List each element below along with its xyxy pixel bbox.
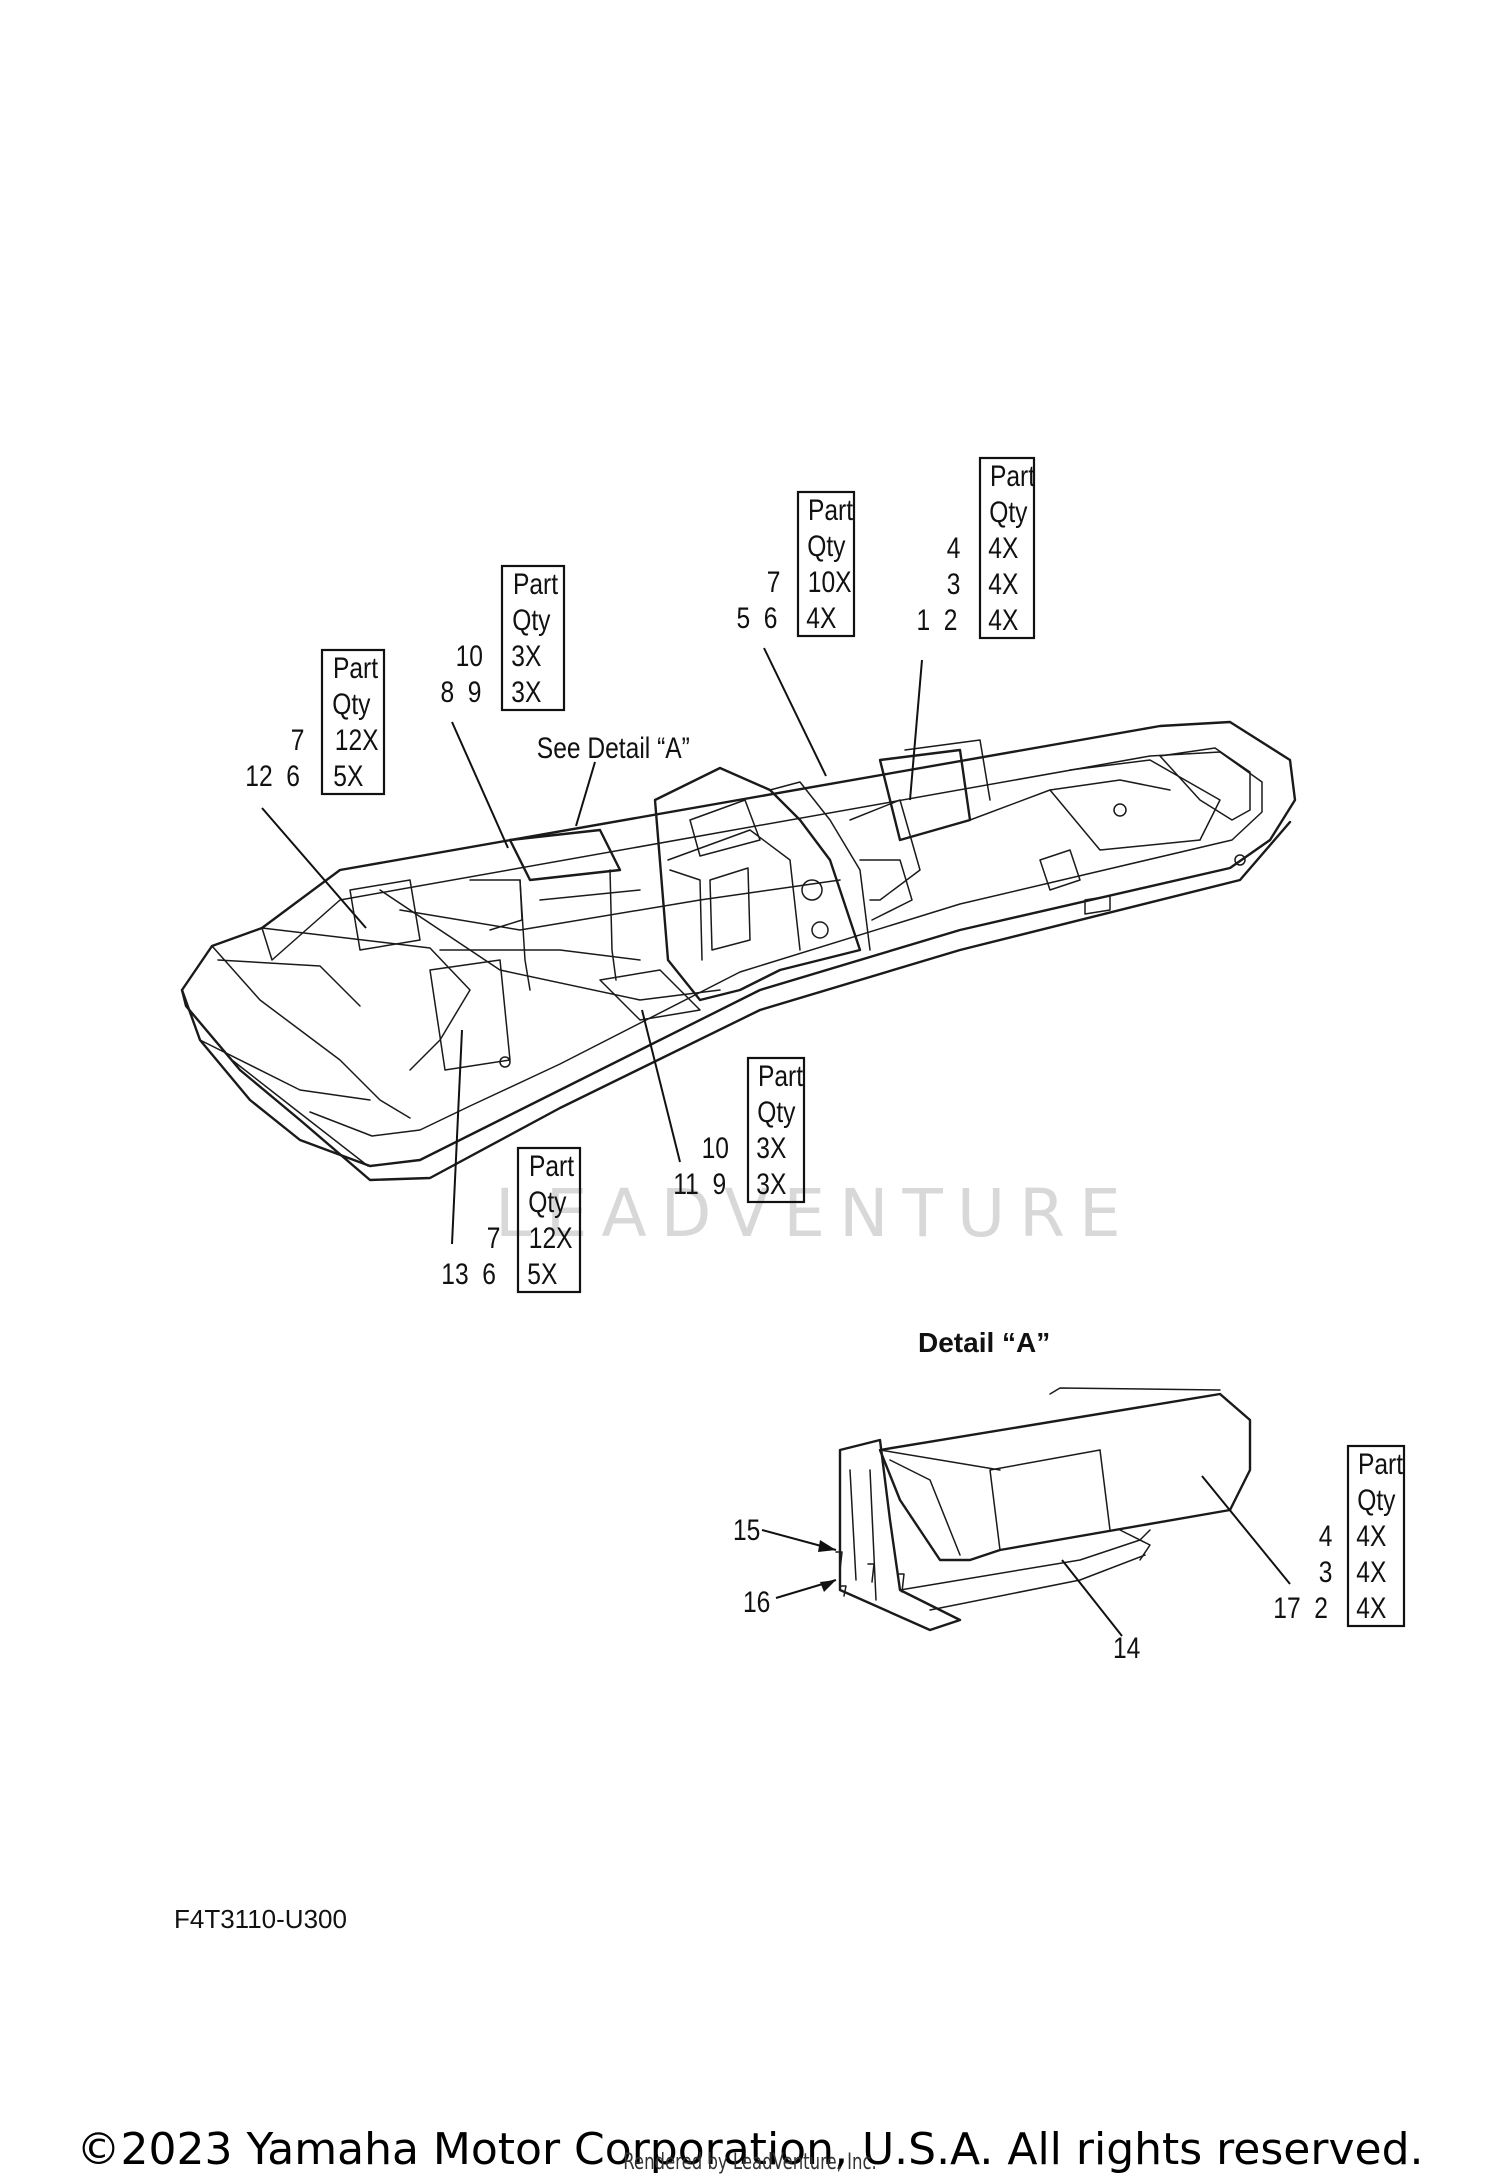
table-parts: 17 2 bbox=[1273, 1591, 1328, 1625]
boat-hull-illustration bbox=[180, 720, 1297, 1182]
table-qty: 4X bbox=[1356, 1591, 1386, 1625]
table-header-part: Part bbox=[513, 567, 558, 601]
table-qty: 5X bbox=[333, 759, 363, 793]
table-qty: 5X bbox=[527, 1257, 557, 1291]
table-parts: 10 bbox=[702, 1131, 729, 1165]
see-detail-label: See Detail “A” bbox=[537, 731, 690, 765]
table-qty: 4X bbox=[1356, 1555, 1386, 1589]
figure-code: F4T3110-U300 bbox=[174, 1904, 347, 1934]
copyright-notice: ©2023 Yamaha Motor Corporation, U.S.A. A… bbox=[76, 2124, 1424, 2175]
table-parts: 7 bbox=[767, 565, 781, 599]
table-qty: 3X bbox=[756, 1167, 786, 1201]
table-parts: 11 9 bbox=[673, 1167, 726, 1201]
table-qty: 4X bbox=[988, 531, 1018, 565]
table-parts: 3 bbox=[947, 567, 961, 601]
table-qty: 3X bbox=[756, 1131, 786, 1165]
table-qty: 10X bbox=[808, 565, 852, 599]
table-header-qty: Qty bbox=[989, 495, 1028, 529]
part-qty-table-2: Part Qty 3X 3X 10 8 9 bbox=[440, 564, 566, 712]
table-parts: 3 bbox=[1319, 1555, 1333, 1589]
part-qty-table-5: Part Qty 3X 3X 10 11 9 bbox=[673, 1056, 806, 1204]
table-header-qty: Qty bbox=[332, 687, 371, 721]
table-parts: 7 bbox=[487, 1221, 501, 1255]
table-header-part: Part bbox=[808, 493, 853, 527]
table-header-qty: Qty bbox=[757, 1095, 796, 1129]
table-parts: 7 bbox=[291, 723, 305, 757]
arrowhead bbox=[818, 1540, 836, 1552]
table-parts: 4 bbox=[1319, 1519, 1333, 1553]
detail-a-seat-illustration bbox=[835, 1387, 1252, 1632]
table-qty: 4X bbox=[806, 601, 836, 635]
table-header-part: Part bbox=[990, 459, 1035, 493]
table-header-part: Part bbox=[333, 651, 378, 685]
table-parts: 1 2 bbox=[916, 603, 957, 637]
detail-title: Detail “A” bbox=[918, 1327, 1050, 1358]
table-header-qty: Qty bbox=[512, 603, 551, 637]
table-header-qty: Qty bbox=[1357, 1483, 1396, 1517]
table-parts: 13 6 bbox=[441, 1257, 496, 1291]
table-header-part: Part bbox=[1358, 1447, 1403, 1481]
part-qty-table-7: Part Qty 4X 4X 4X 4 3 17 2 bbox=[1273, 1444, 1406, 1628]
table-header-part: Part bbox=[758, 1059, 803, 1093]
callout-16: 16 bbox=[743, 1585, 770, 1619]
table-header-qty: Qty bbox=[528, 1185, 567, 1219]
table-header-qty: Qty bbox=[807, 529, 846, 563]
table-parts: 4 bbox=[947, 531, 961, 565]
part-qty-table-6: Part Qty 12X 5X 7 13 6 bbox=[441, 1146, 582, 1294]
table-qty: 12X bbox=[529, 1221, 573, 1255]
table-qty: 4X bbox=[988, 603, 1018, 637]
table-qty: 3X bbox=[511, 639, 541, 673]
table-qty: 4X bbox=[1356, 1519, 1386, 1553]
rendered-by-notice: Rendered by LeadVenture, Inc. bbox=[623, 2150, 877, 2175]
table-header-part: Part bbox=[529, 1149, 574, 1183]
table-qty: 4X bbox=[988, 567, 1018, 601]
callout-14: 14 bbox=[1113, 1631, 1140, 1665]
part-qty-table-3: Part Qty 10X 4X 7 5 6 bbox=[736, 490, 856, 638]
part-qty-table-4: Part Qty 4X 4X 4X 4 3 1 2 bbox=[916, 456, 1035, 640]
table-qty: 3X bbox=[511, 675, 541, 709]
table-parts: 10 bbox=[456, 639, 483, 673]
arrowhead bbox=[820, 1580, 836, 1592]
watermark: LEADVENTURE bbox=[495, 1175, 1135, 1252]
table-parts: 8 9 bbox=[440, 675, 481, 709]
table-qty: 12X bbox=[335, 723, 379, 757]
table-parts: 5 6 bbox=[736, 601, 777, 635]
table-parts: 12 6 bbox=[245, 759, 300, 793]
callout-15: 15 bbox=[733, 1513, 760, 1547]
part-qty-table-1: Part Qty 12X 5X 7 12 6 bbox=[245, 648, 386, 796]
